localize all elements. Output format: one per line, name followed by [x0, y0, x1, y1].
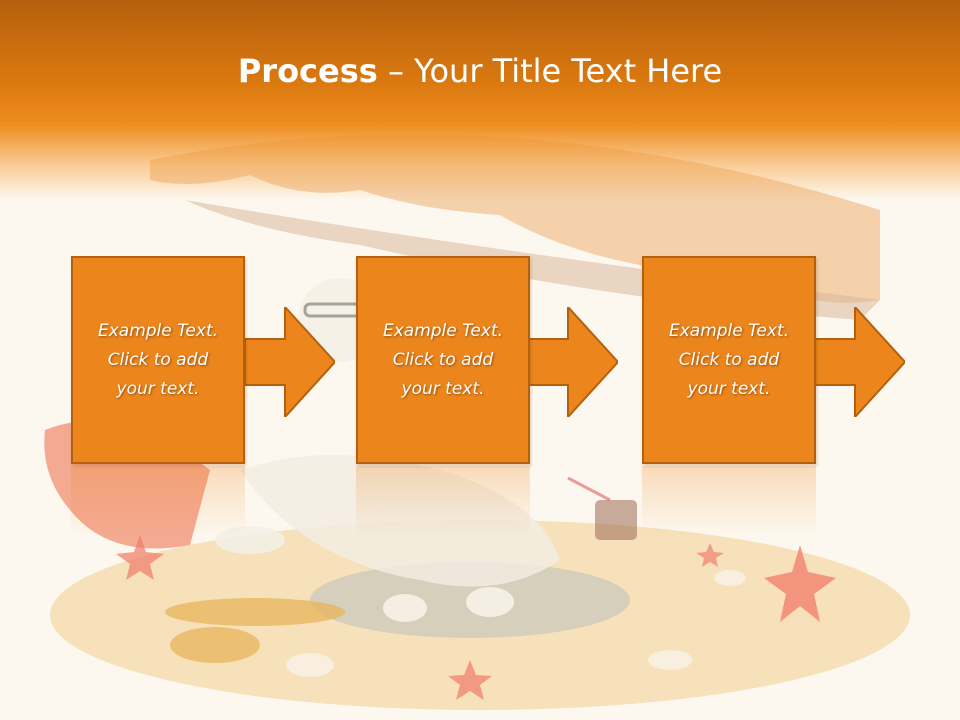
slide-title[interactable]: Process – Your Title Text Here	[0, 52, 960, 90]
step-2-arrow	[528, 307, 618, 417]
drink-glass	[595, 500, 637, 540]
starfish	[696, 543, 724, 567]
step-2-text[interactable]: Example Text. Click to add your text.	[382, 320, 504, 399]
header-band	[0, 0, 960, 200]
seashell	[466, 587, 514, 617]
step-2-box[interactable]: Example Text. Click to add your text.	[356, 256, 530, 464]
starfish	[448, 660, 492, 700]
seashell	[714, 570, 746, 586]
step-1-arrow	[245, 307, 335, 417]
drink-straw	[567, 476, 611, 502]
step-3-text[interactable]: Example Text. Click to add your text.	[668, 320, 790, 399]
step-3-box[interactable]: Example Text. Click to add your text.	[642, 256, 816, 464]
step-2-reflection	[356, 466, 530, 536]
title-rest-part: – Your Title Text Here	[377, 52, 723, 90]
figure-body	[240, 455, 560, 587]
flip-flop	[165, 598, 345, 626]
seashell	[383, 594, 427, 622]
title-bold-part: Process	[237, 52, 378, 90]
step-1-text[interactable]: Example Text. Click to add your text.	[97, 320, 219, 399]
seashell	[286, 653, 334, 677]
starfish	[764, 545, 836, 622]
seashell	[648, 650, 692, 670]
flip-flop	[170, 627, 260, 663]
step-3-reflection	[642, 466, 816, 536]
figure-hand	[215, 526, 285, 554]
step-1-box[interactable]: Example Text. Click to add your text.	[71, 256, 245, 464]
starfish	[116, 535, 164, 580]
step-1-reflection	[71, 466, 245, 536]
step-3-arrow	[815, 307, 905, 417]
